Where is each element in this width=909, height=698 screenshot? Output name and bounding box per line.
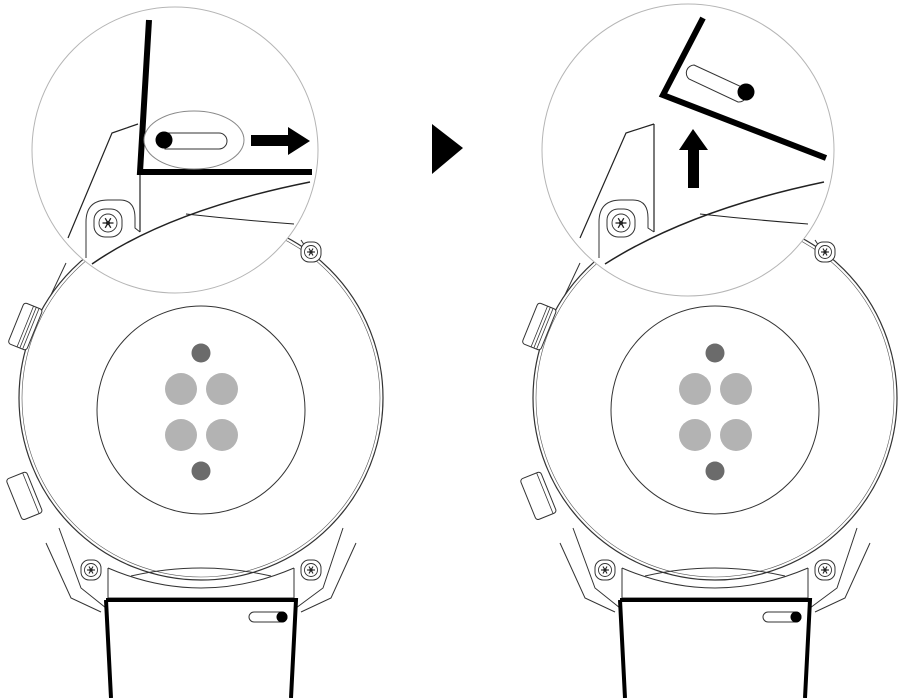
- arrow-right-icon: [251, 127, 310, 155]
- step-1-panel: [6, 6, 383, 698]
- next-step-arrow-icon: [432, 124, 463, 174]
- magnifier-step-1: [31, 6, 319, 294]
- arrow-up-icon: [679, 129, 708, 188]
- magnifier-step-2: [541, 3, 835, 297]
- step-2-panel: [520, 3, 897, 698]
